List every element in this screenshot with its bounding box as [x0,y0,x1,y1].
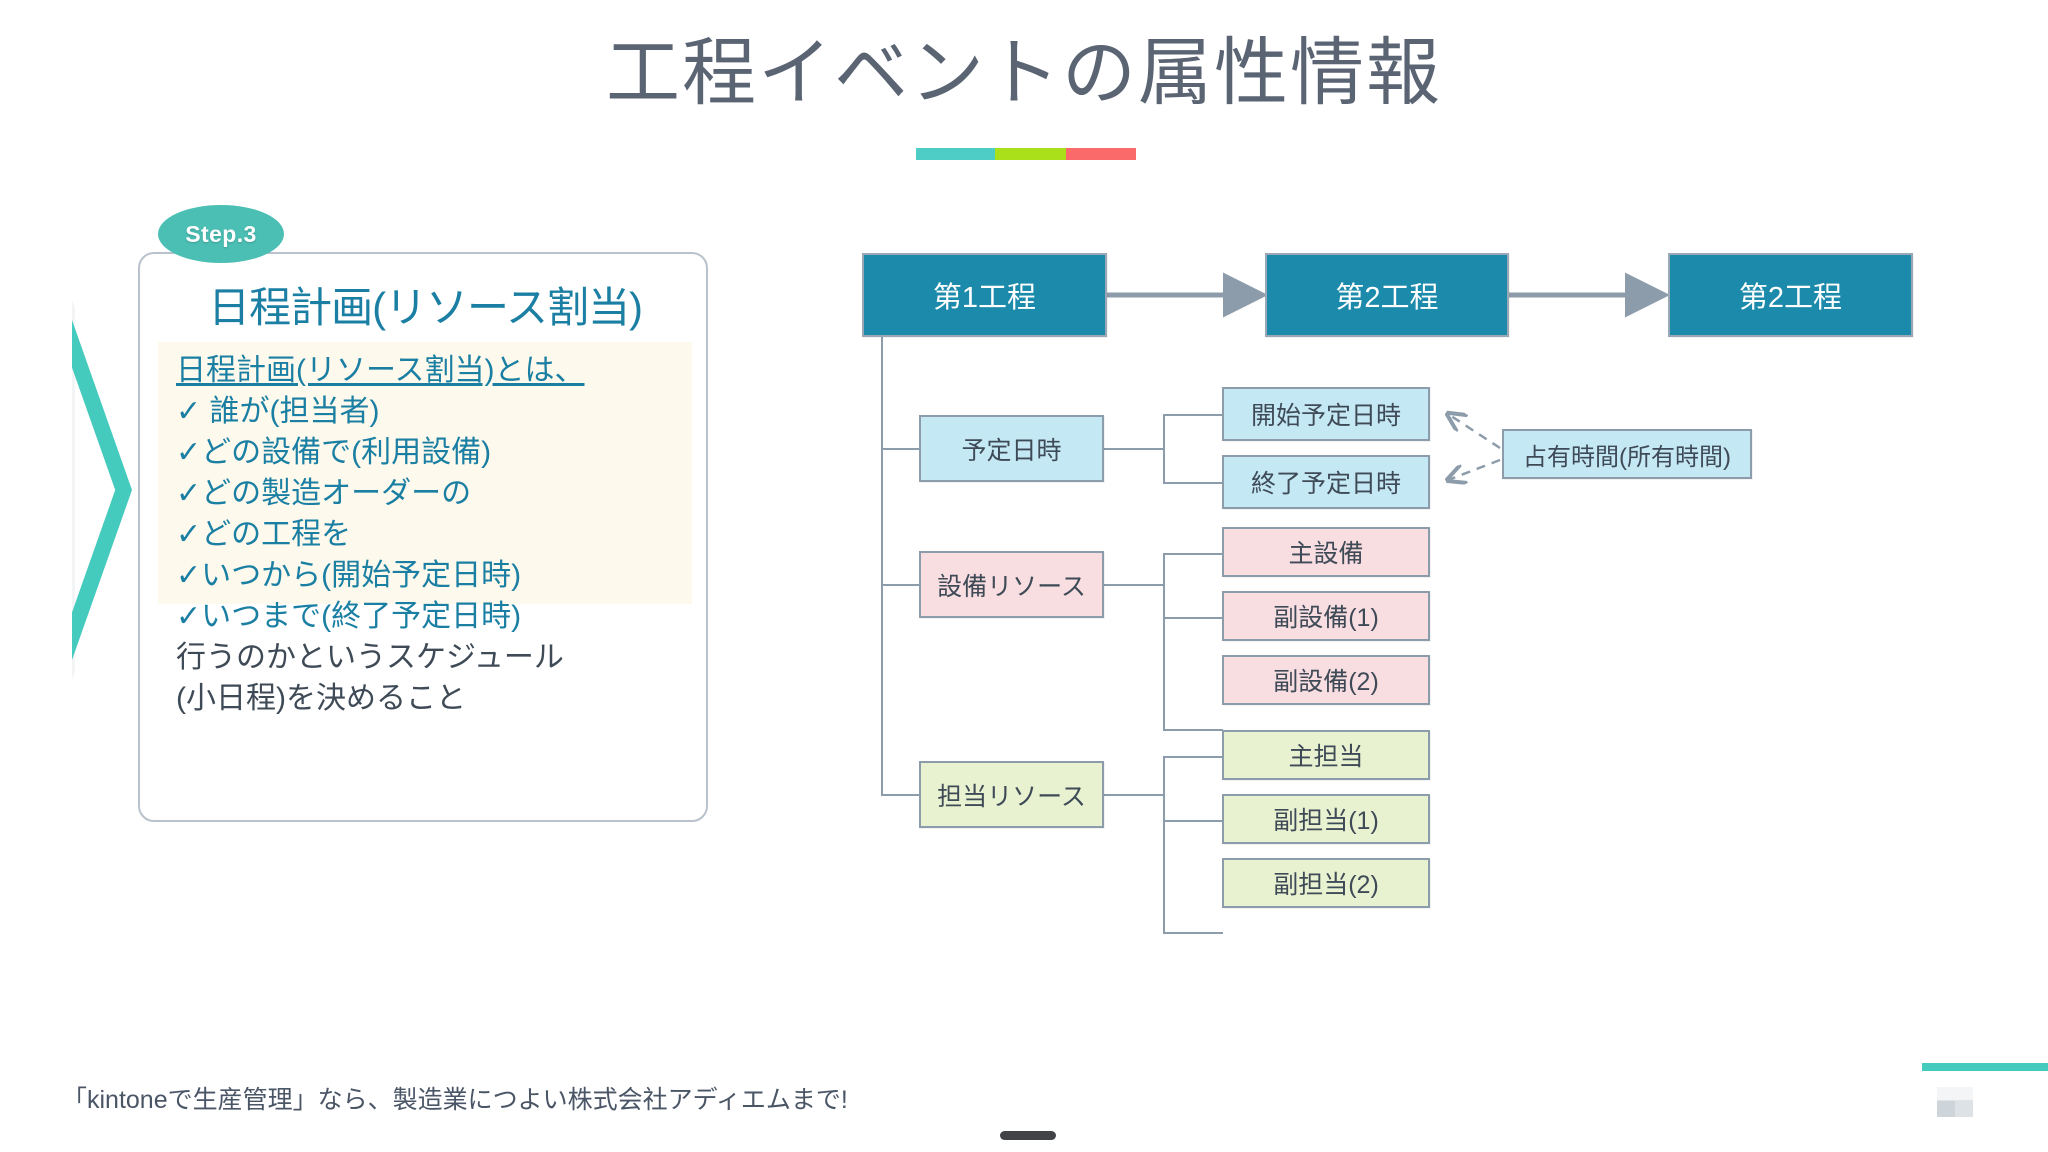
connector-staff-stem [1104,794,1164,796]
branch-to-equipment [881,584,919,586]
chevron-outline-icon [72,300,144,680]
connector-schedule-stem [1104,448,1164,450]
connector-schedule-child-0 [1163,414,1223,416]
process-box-1[interactable]: 第1工程 [862,253,1107,337]
body-line-6: ✓いつまで(終了予定日時) [176,600,522,633]
connector-equipment-child-2 [1163,729,1223,731]
category-box-staff[interactable]: 担当リソース [919,761,1104,828]
step-badge: Step.3 [158,205,284,263]
connector-staff-child-1 [1163,820,1223,822]
annotation-box-occupancy[interactable]: 占有時間(所有時間) [1502,429,1752,479]
slide-progress-indicator [1000,1131,1056,1140]
leaf-box-end-datetime-label: 終了予定日時 [1250,470,1401,498]
leaf-box-sub-staff-1-label: 副担当(1) [1273,807,1379,835]
process-box-3-label: 第2工程 [1738,282,1843,314]
process-box-3[interactable]: 第2工程 [1668,253,1913,337]
leaf-box-sub-staff-1[interactable]: 副担当(1) [1222,794,1430,844]
process-box-2[interactable]: 第2工程 [1265,253,1509,337]
connector-staff-child-2 [1163,932,1223,934]
body-line-7: 行うのかというスケジュール [176,641,564,674]
title-accent-bar [916,148,1136,160]
category-box-equipment-label: 設備リソース [937,572,1086,601]
body-line-4: ✓どの工程を [176,518,352,551]
body-line-1: ✓ 誰が(担当者) [176,395,380,428]
category-box-equipment[interactable]: 設備リソース [919,551,1104,618]
leaf-box-sub-equipment-1-label: 副設備(1) [1273,604,1379,632]
leaf-box-sub-staff-2-label: 副担当(2) [1273,871,1379,899]
footer-accent-bar [1922,1063,2048,1071]
connector-equipment-stem [1104,584,1164,586]
footer-text: 「kintoneで生産管理」なら、製造業につよい株式会社アディエムまで! [62,1086,848,1114]
leaf-box-sub-equipment-1[interactable]: 副設備(1) [1222,591,1430,641]
leaf-box-start-datetime-label: 開始予定日時 [1250,402,1401,430]
arrow-occupancy-end [1448,458,1501,480]
category-box-staff-label: 担当リソース [937,782,1086,811]
leaf-box-main-staff[interactable]: 主担当 [1222,730,1430,780]
process-box-1-label: 第1工程 [932,282,1037,314]
body-line-2: ✓どの設備で(利用設備) [176,436,492,469]
trunk-vertical [881,325,883,795]
body-line-5: ✓いつから(開始予定日時) [176,559,522,592]
body-line-3: ✓どの製造オーダーの [176,477,472,510]
leaf-box-main-staff-label: 主担当 [1288,743,1364,771]
connector-staff-spine [1163,756,1165,933]
body-line-0: 日程計画(リソース割当)とは、 [176,354,585,387]
branch-to-staff [881,794,919,796]
accent-segment-green [995,148,1066,160]
process-box-2-label: 第2工程 [1335,282,1439,314]
card-body: 日程計画(リソース割当)とは、 ✓ 誰が(担当者) ✓どの設備で(利用設備) ✓… [158,342,692,715]
annotation-box-occupancy-label: 占有時間(所有時間) [1523,443,1731,471]
card-title: 日程計画(リソース割当) [208,284,643,331]
leaf-box-main-equipment[interactable]: 主設備 [1222,527,1430,577]
connector-schedule-child-1 [1163,482,1223,484]
company-logo-icon [1937,1087,1973,1117]
connector-equipment-child-0 [1163,553,1223,555]
leaf-box-sub-staff-2[interactable]: 副担当(2) [1222,858,1430,908]
category-box-schedule[interactable]: 予定日時 [919,415,1104,482]
page-title: 工程イベントの属性情報 [606,31,1442,114]
step-badge-label: Step.3 [185,220,257,247]
step-card: 日程計画(リソース割当) 日程計画(リソース割当)とは、 ✓ 誰が(担当者) ✓… [138,252,708,822]
body-line-8: (小日程)を決めること [176,682,466,715]
connector-staff-child-0 [1163,756,1223,758]
connector-equipment-spine [1163,553,1165,730]
arrow-occupancy-start [1448,414,1501,450]
accent-segment-red [1065,148,1136,160]
leaf-box-end-datetime[interactable]: 終了予定日時 [1222,455,1430,509]
leaf-box-main-equipment-label: 主設備 [1288,540,1364,568]
leaf-box-sub-equipment-2-label: 副設備(2) [1273,668,1379,696]
branch-to-schedule [881,448,919,450]
connector-schedule-spine [1163,414,1165,484]
leaf-box-start-datetime[interactable]: 開始予定日時 [1222,387,1430,441]
accent-segment-teal [916,148,996,160]
connector-equipment-child-1 [1163,617,1223,619]
leaf-box-sub-equipment-2[interactable]: 副設備(2) [1222,655,1430,705]
category-box-schedule-label: 予定日時 [961,436,1062,465]
